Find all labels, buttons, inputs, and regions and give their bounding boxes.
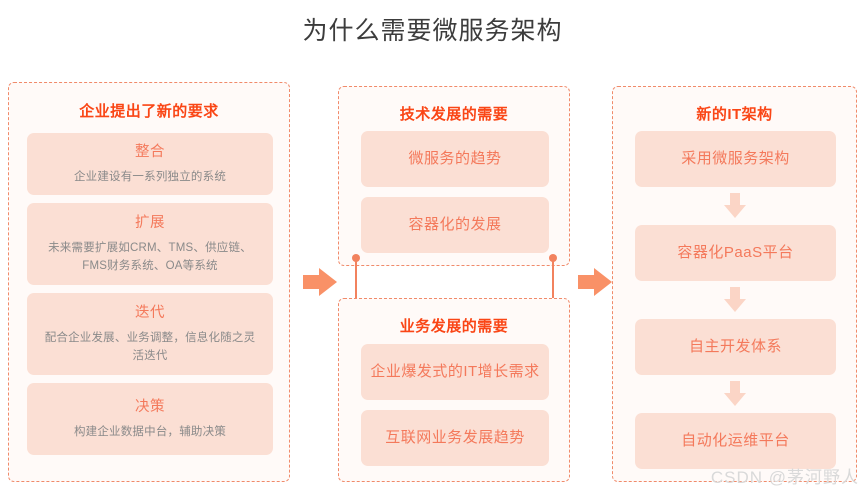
card-integration-desc: 企业建设有一系列独立的系统 (73, 171, 227, 183)
card-containerized-paas-platform[interactable]: 容器化PaaS平台 (635, 225, 836, 281)
card-expansion[interactable]: 扩展 未来需要扩展如CRM、TMS、供应链、FMS财务系统、OA等系统 (27, 203, 273, 285)
panel-title-new-it-architecture: 新的IT架构 (696, 106, 773, 123)
arrow-shaft (730, 381, 740, 395)
card-decision[interactable]: 决策 构建企业数据中台，辅助决策 (27, 383, 273, 455)
card-iteration-desc: 配合企业发展、业务调整，信息化随之灵活迭代 (44, 332, 256, 362)
arrow-col1-to-col2-icon (303, 265, 337, 299)
card-independent-development-system-label: 自主开发体系 (688, 338, 782, 355)
card-microservice-trend[interactable]: 微服务的趋势 (361, 131, 549, 187)
panel-new-it-architecture: 新的IT架构 采用微服务架构 容器化PaaS平台 自主开发体系 自动化运维平台 (612, 86, 857, 482)
card-integration[interactable]: 整合 企业建设有一系列独立的系统 (27, 133, 273, 195)
arrow-step-3-icon (724, 381, 746, 407)
panel-business-needs: 业务发展的需要 企业爆发式的IT增长需求 互联网业务发展趋势 (338, 298, 570, 482)
arrow-head (594, 268, 612, 296)
card-adopt-microservice-architecture[interactable]: 采用微服务架构 (635, 131, 836, 187)
panel-title-technology-needs: 技术发展的需要 (399, 106, 509, 123)
card-iteration[interactable]: 迭代 配合企业发展、业务调整，信息化随之灵活迭代 (27, 293, 273, 375)
arrow-shaft (730, 287, 740, 301)
card-internet-business-trend[interactable]: 互联网业务发展趋势 (361, 410, 549, 466)
card-microservice-trend-label: 微服务的趋势 (408, 150, 502, 167)
arrow-head (724, 205, 746, 218)
card-expansion-head: 扩展 (135, 215, 165, 231)
card-iteration-head: 迭代 (135, 305, 165, 321)
panel-title-business-needs: 业务发展的需要 (399, 318, 509, 335)
card-it-growth-demand[interactable]: 企业爆发式的IT增长需求 (361, 344, 549, 400)
arrow-col2-to-col3-icon (578, 265, 612, 299)
page-title: 为什么需要微服务架构 (302, 17, 563, 45)
panel-title-enterprise-requirements: 企业提出了新的要求 (79, 103, 219, 120)
card-decision-desc: 构建企业数据中台，辅助决策 (73, 426, 227, 438)
connector-dot-top (352, 254, 360, 262)
card-containerization-growth[interactable]: 容器化的发展 (361, 197, 549, 253)
arrow-head (724, 299, 746, 312)
arrow-shaft (578, 275, 596, 289)
arrow-step-2-icon (724, 287, 746, 313)
card-expansion-desc: 未来需要扩展如CRM、TMS、供应链、FMS财务系统、OA等系统 (48, 242, 252, 272)
card-integration-head: 整合 (135, 144, 165, 160)
card-containerized-paas-platform-label: 容器化PaaS平台 (677, 244, 794, 261)
card-it-growth-demand-label: 企业爆发式的IT增长需求 (370, 363, 540, 380)
card-independent-development-system[interactable]: 自主开发体系 (635, 319, 836, 375)
arrow-head (724, 393, 746, 406)
card-internet-business-trend-label: 互联网业务发展趋势 (385, 429, 525, 446)
watermark: CSDN @茅河野人 (710, 468, 859, 487)
card-containerization-growth-label: 容器化的发展 (408, 216, 502, 233)
arrow-shaft (730, 193, 740, 207)
card-adopt-microservice-architecture-label: 采用微服务架构 (681, 150, 790, 167)
card-automated-operations-platform[interactable]: 自动化运维平台 (635, 413, 836, 469)
card-automated-operations-platform-label: 自动化运维平台 (681, 432, 790, 449)
arrow-step-1-icon (724, 193, 746, 219)
panel-technology-needs: 技术发展的需要 微服务的趋势 容器化的发展 (338, 86, 570, 266)
panel-enterprise-requirements: 企业提出了新的要求 整合 企业建设有一系列独立的系统 扩展 未来需要扩展如CRM… (8, 82, 290, 482)
arrow-head (319, 268, 337, 296)
card-decision-head: 决策 (135, 399, 165, 415)
arrow-shaft (303, 275, 321, 289)
connector-dot-top (549, 254, 557, 262)
